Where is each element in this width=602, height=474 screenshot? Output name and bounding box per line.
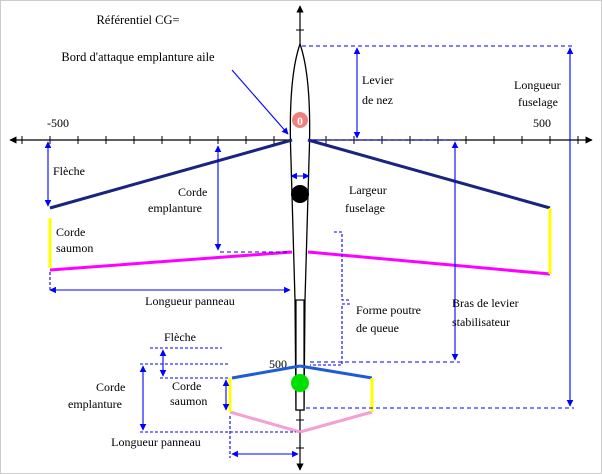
nose-weight-marker xyxy=(291,185,309,203)
wing-trailing-edge-left xyxy=(49,250,293,272)
longueur-panneau-tail-label: Longueur panneau xyxy=(111,435,201,449)
forme-poutre-label-2: de queue xyxy=(356,321,399,335)
corde-emplanture-label-2: emplanture xyxy=(148,201,202,215)
labels: Référentiel CG= Bord d'attaque emplantur… xyxy=(53,13,561,449)
wing-leading-edge-right xyxy=(307,138,551,210)
forme-poutre-label-1: Forme poutre xyxy=(356,303,421,317)
corde-saumon-label-2: saumon xyxy=(56,241,93,255)
corde-emplanture-tail-label-1: Corde xyxy=(96,380,125,394)
corde-emplanture-label-1: Corde xyxy=(178,185,207,199)
corde-saumon-tail-label-2: saumon xyxy=(170,394,207,408)
cg-zero-label: 0 xyxy=(297,114,303,128)
corde-saumon-tail-label-1: Corde xyxy=(172,379,201,393)
tail-leading-edge-right xyxy=(299,364,373,380)
levier-nez-label-1: Levier xyxy=(362,73,393,87)
tick-label-neg-500: -500 xyxy=(47,116,69,130)
tail-trailing-edge-right xyxy=(299,410,373,434)
tail-leading-edge-left xyxy=(231,364,301,380)
longueur-fuselage-label-1: Longueur xyxy=(514,78,561,92)
corde-emplanture-tail-label-2: emplanture xyxy=(68,397,122,411)
reference-title-line1: Référentiel CG= xyxy=(96,13,179,27)
levier-nez-label-2: de nez xyxy=(362,93,393,107)
longueur-fuselage-label-2: fuselage xyxy=(518,95,558,109)
corde-saumon-label-1: Corde xyxy=(56,225,85,239)
main-wing xyxy=(48,138,552,276)
tick-label-down-500: 500 xyxy=(269,357,287,371)
bras-levier-label-2: stabilisateur xyxy=(452,315,510,329)
cg-marker xyxy=(292,112,308,128)
reference-title-line2: Bord d'attaque emplanture aile xyxy=(61,50,215,64)
tick-label-pos-500: 500 xyxy=(533,116,551,130)
largeur-fuselage-label-1: Largeur xyxy=(349,183,387,197)
reference-arrow xyxy=(231,69,289,135)
fleche-tail-label: Flèche xyxy=(164,330,196,344)
tail-trailing-edge-left xyxy=(229,410,301,434)
longueur-panneau-wing-label: Longueur panneau xyxy=(145,294,235,308)
tail-boom xyxy=(295,299,305,411)
wing-trailing-edge-right xyxy=(307,250,551,276)
annotations xyxy=(44,45,574,458)
largeur-fuselage-label-2: fuselage xyxy=(345,201,385,215)
wing-leading-edge-left xyxy=(49,138,293,210)
tail-cg-marker xyxy=(291,374,309,392)
tail-plane xyxy=(228,364,374,434)
fleche-wing-label: Flèche xyxy=(53,164,85,178)
bras-levier-label-1: Bras de levier xyxy=(452,296,519,310)
